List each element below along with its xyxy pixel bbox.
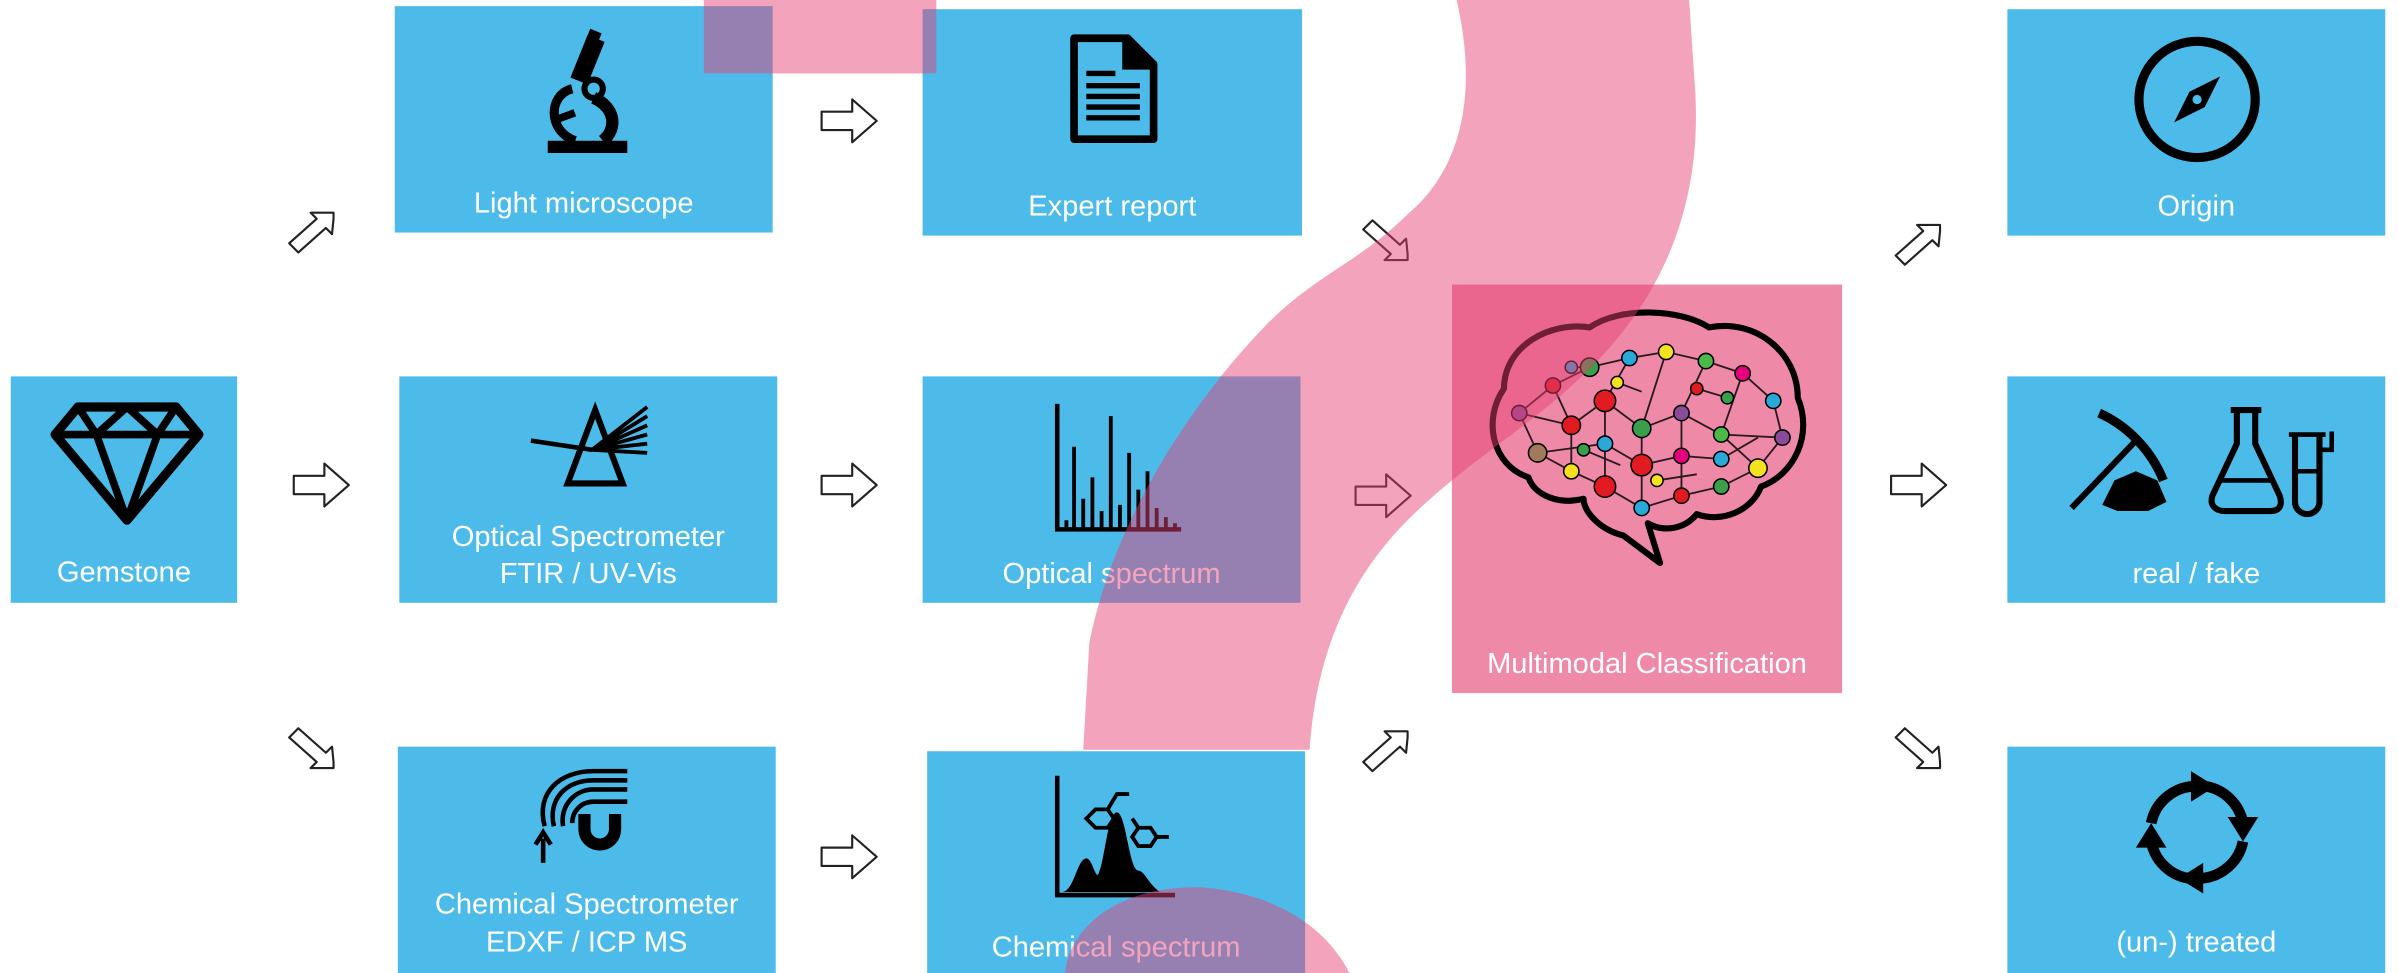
microscope-icon: [547, 28, 628, 153]
chemical-spectrum-box: Chemical spectrum: [927, 751, 1306, 973]
arrow-up-right-icon: [1894, 223, 1942, 266]
magnet-icon: [533, 768, 628, 863]
prism-icon: [530, 401, 649, 487]
light-microscope-label: Light microscope: [473, 188, 694, 221]
optical-spectrometer-label-1: Optical Spectrometer: [451, 521, 725, 554]
chemical-spectrometer-label-1: Chemical Spectrometer: [434, 888, 739, 922]
optical-spectrometer-label-2: FTIR / UV-Vis: [499, 558, 677, 591]
untreated-label: (un-) treated: [2116, 927, 2277, 960]
arrow-up-right-icon: [288, 211, 335, 254]
chemical-spectrometer-box: Chemical Spectrometer EDXF / ICP MS: [397, 746, 776, 973]
brain-network-icon: [1489, 309, 1807, 567]
optical-spectrometer-box: Optical Spectrometer FTIR / UV-Vis: [399, 376, 778, 603]
real-fake-label: real / fake: [2132, 558, 2261, 591]
arrow-down-right-icon: [1362, 219, 1409, 262]
gemstone-box: Gemstone: [10, 376, 238, 603]
arrow-right-icon: [1890, 462, 1948, 508]
light-microscope-box: Light microscope: [394, 6, 773, 233]
cycle-arrows-icon: [2135, 771, 2259, 894]
optical-spectrum-box: Optical spectrum: [922, 376, 1301, 603]
arrow-right-icon: [292, 462, 350, 508]
document-icon: [1070, 34, 1158, 144]
arrow-down-right-icon: [288, 727, 335, 770]
optical-spectrum-label: Optical spectrum: [1002, 558, 1221, 591]
arrow-right-icon: [820, 834, 878, 880]
spectrum-peaks-icon: [1054, 403, 1182, 532]
compass-icon: [2134, 36, 2260, 163]
multimodal-classification-box: Multimodal Classification: [1451, 284, 1843, 694]
gemstone-label: Gemstone: [56, 556, 191, 590]
multimodal-classification-label: Multimodal Classification: [1487, 648, 1807, 681]
arrow-right-icon: [820, 98, 878, 144]
expert-report-box: Expert report: [922, 9, 1303, 236]
origin-box: Origin: [2007, 9, 2386, 236]
chemical-spectrum-label: Chemical spectrum: [991, 931, 1241, 964]
real-fake-box: real / fake: [2007, 376, 2386, 603]
arrow-right-icon: [1354, 473, 1412, 519]
arrow-right-icon: [820, 462, 878, 508]
untreated-box: (un-) treated: [2007, 746, 2386, 973]
chemical-chart-icon: [1054, 775, 1176, 898]
diamond-icon: [50, 402, 204, 525]
chemical-spectrometer-label-2: EDXF / ICP MS: [486, 927, 688, 960]
arrow-up-right-icon: [1362, 730, 1409, 773]
pickaxe-flask-icon: [2069, 406, 2335, 518]
arrow-down-right-icon: [1894, 727, 1942, 770]
expert-report-label: Expert report: [1028, 191, 1197, 224]
origin-label: Origin: [2157, 191, 2236, 224]
